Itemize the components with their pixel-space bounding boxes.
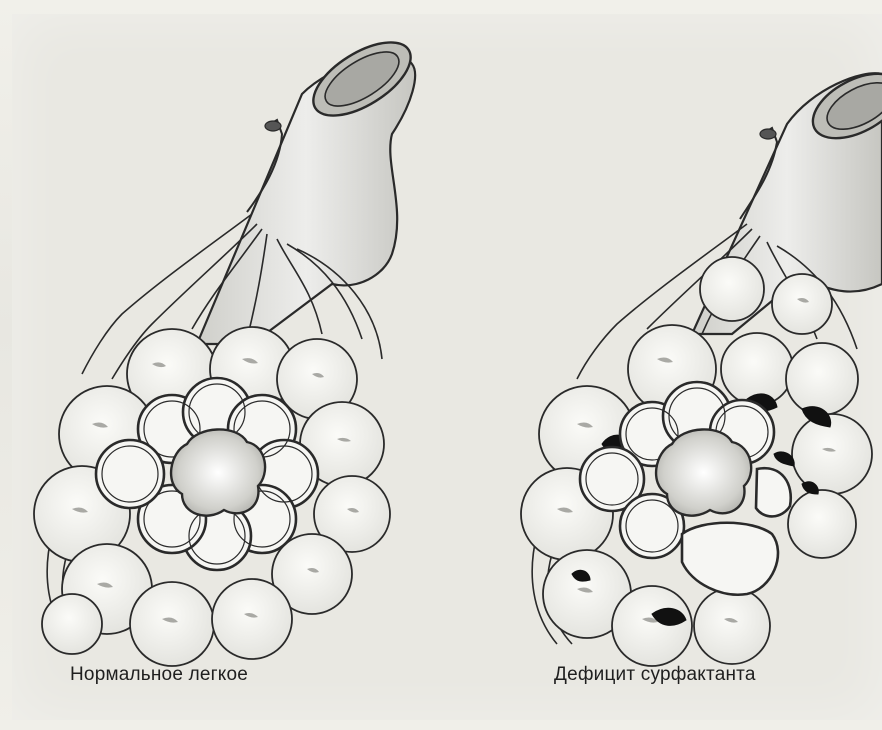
caption-surfactant-deficit: Дефицит сурфактанта xyxy=(554,664,756,686)
panel-normal xyxy=(34,28,422,666)
figure-paper: Нормальное легкое Дефицит сурфактанта xyxy=(12,14,882,720)
caption-normal-lung: Нормальное легкое xyxy=(70,664,248,686)
diagram-canvas xyxy=(12,14,882,720)
vessel-opening-right xyxy=(760,129,776,139)
bronchiole-tube xyxy=(197,56,415,344)
vessel-opening xyxy=(265,121,281,131)
panel-deficit xyxy=(521,61,882,666)
